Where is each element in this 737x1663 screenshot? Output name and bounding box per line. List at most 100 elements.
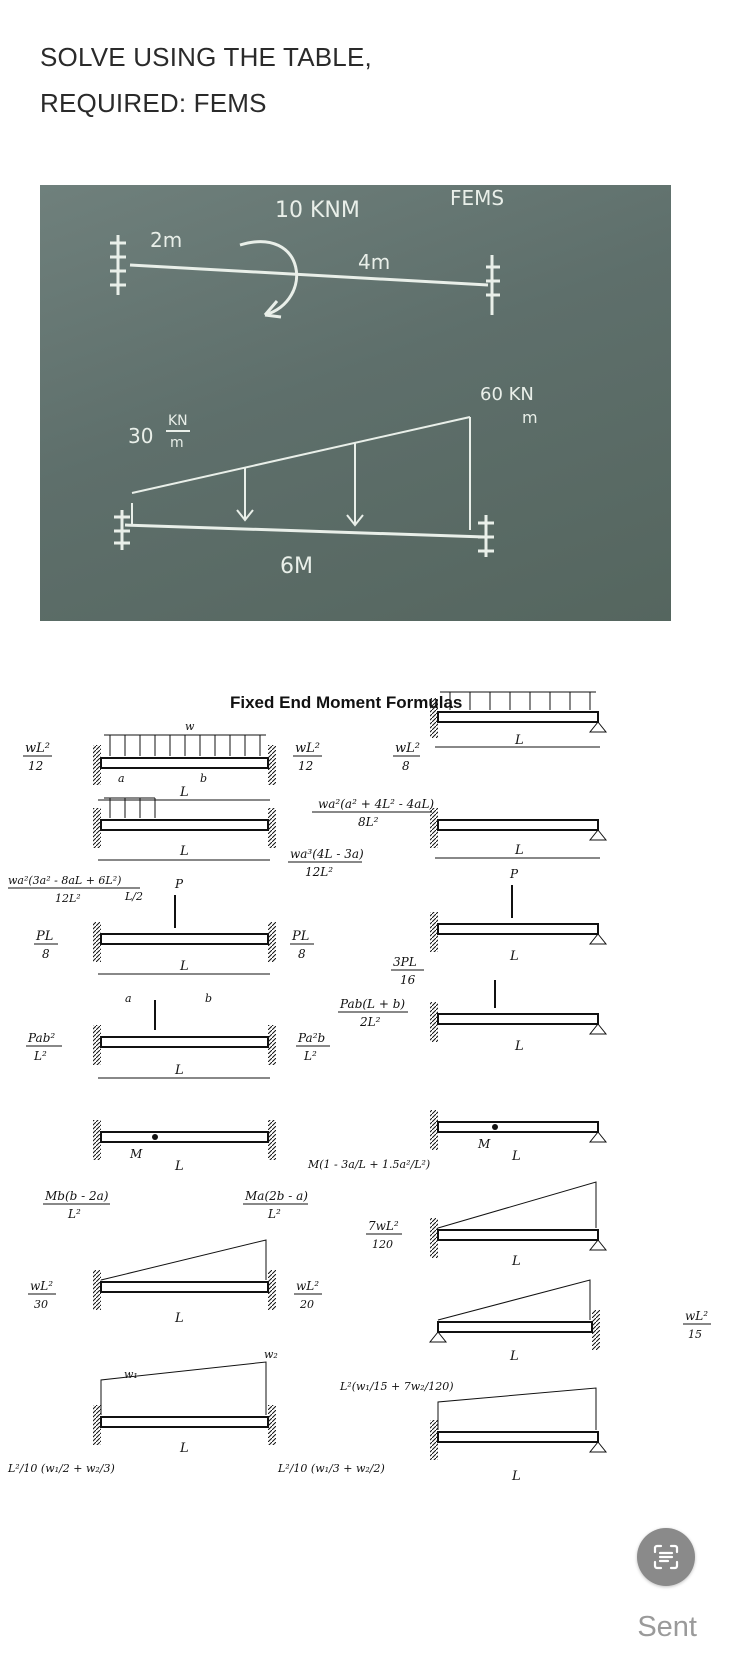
sent-status: Sent	[637, 1611, 697, 1643]
message-line-2: REQUIRED: FEMS	[40, 88, 267, 118]
bottom-beam	[124, 523, 486, 539]
fem-16: 16	[400, 973, 416, 987]
bottom-right-support	[478, 515, 494, 557]
label-b-1: b	[200, 772, 207, 785]
fem-pl-left: PL	[35, 929, 53, 944]
span-right: 4m	[358, 250, 390, 274]
load-left-unit-top: KN	[168, 413, 188, 429]
fem-partial-right-den: 12L²	[305, 865, 333, 879]
fem-partial-fixed-pin-den: 8L²	[358, 815, 379, 829]
label-w1-1: w₁	[124, 1368, 138, 1381]
fem-12-right: 12	[298, 759, 313, 773]
fem-pab: Pab(L + b)	[339, 997, 405, 1011]
chalkboard-photo[interactable]: 10 KNM 2m 4m FEMS 30 KN m 60 KN m 6M	[40, 185, 671, 621]
case-fixed-pin-udl: L wL² 8	[393, 691, 608, 773]
fem-ma-den: L²	[267, 1207, 281, 1221]
label-P-2: P	[509, 867, 519, 881]
text-scan-button[interactable]	[637, 1528, 695, 1586]
left-fixed-support	[110, 235, 126, 295]
fem-partial-right: wa³(4L - 3a)	[290, 847, 364, 861]
fem-wl2-8: wL²	[395, 741, 420, 756]
load-right: 60 KN	[480, 384, 534, 405]
case-trapezoidal-load: w₁ w₂ L L²/10 (w₁/2 + w₂/3) L²/10 (w₁/3 …	[7, 1348, 608, 1484]
fem-wl2-30: wL²	[30, 1279, 53, 1293]
bottom-left-support	[114, 510, 130, 550]
span-left: 2m	[150, 228, 182, 252]
case-fixed-fixed-udl: wL² 12 wL² 12 L w	[23, 720, 322, 801]
load-left: 30	[128, 424, 153, 448]
case-partial-udl: a b L wa²(a² + 4L² - 4aL) 8L² wa³(4L - 3…	[8, 772, 608, 905]
label-L-7: L	[174, 1063, 184, 1078]
right-fixed-support	[486, 255, 500, 315]
label-L-5: L	[179, 959, 189, 974]
fem-mb: Mb(b - 2a)	[44, 1189, 109, 1203]
fem-8: 8	[402, 759, 410, 773]
label-w2-1: w₂	[264, 1348, 278, 1361]
message-line-1: SOLVE USING THE TABLE,	[40, 42, 372, 72]
top-beam	[129, 263, 489, 287]
case-point-load-center: P L/2 L PL 8 PL 8 P L 3PL 16	[34, 867, 608, 987]
label-L-14: L	[179, 1441, 189, 1456]
label-L-9: L	[174, 1159, 184, 1174]
load-left-unit-bottom: m	[170, 435, 184, 451]
text-scan-icon	[653, 1544, 679, 1570]
fem-12-left: 12	[28, 759, 43, 773]
case-point-load-eccentric: a b L Pab² L² Pa²b L² L Pab(L + b) 2L²	[26, 980, 608, 1079]
fem-30: 30	[34, 1298, 48, 1311]
fem-pab2: Pab²	[27, 1031, 55, 1045]
fem-8-pl-left: 8	[42, 947, 50, 961]
fem-pab2-den: L²	[33, 1049, 47, 1063]
case-applied-moment: M L Mb(b - 2a) L² Ma(2b - a) L² M(1 - 3a…	[43, 1110, 608, 1221]
fem-7wl2: 7wL²	[368, 1219, 399, 1233]
fem-formula-table[interactable]: Fixed End Moment Formulas wL² 12 wL² 12 …	[0, 690, 737, 1610]
fem-trap-left: L²/10 (w₁/2 + w₂/3)	[7, 1462, 115, 1475]
fem-3pl: 3PL	[393, 955, 417, 969]
case-triangular-load: L wL² 30 wL² 20 L 7wL² 120 L wL² 15	[28, 1181, 711, 1364]
load-right-unit: m	[522, 408, 538, 427]
fem-partial-left: wa²(3a² - 8aL + 6L²)	[8, 874, 121, 887]
fem-wl2-left: wL²	[25, 741, 50, 756]
label-L-12: L	[511, 1254, 521, 1269]
fem-wl2-15: wL²	[685, 1309, 708, 1323]
label-L-4: L	[514, 843, 524, 858]
fem-20: 20	[299, 1298, 314, 1311]
fem-wl2-right: wL²	[295, 741, 320, 756]
moment-label: 10 KNM	[275, 198, 360, 223]
label-L2-1: L/2	[124, 890, 143, 903]
fem-partial-fixed-pin: wa²(a² + 4L² - 4aL)	[318, 797, 434, 811]
partial-top-text: FEMS	[450, 186, 504, 210]
label-M-1: M	[129, 1147, 143, 1161]
fem-pa2b-den: L²	[303, 1049, 317, 1063]
label-L-6: L	[509, 949, 519, 964]
fem-pa2b: Pa²b	[297, 1031, 325, 1045]
chalkboard-drawing: 10 KNM 2m 4m FEMS 30 KN m 60 KN m 6M	[110, 186, 538, 579]
moment-arrow	[239, 240, 299, 317]
label-L-10: L	[511, 1149, 521, 1164]
fem-trap-pin: L²(w₁/15 + 7w₂/120)	[339, 1380, 454, 1393]
label-L-2: L	[514, 733, 524, 748]
table-title: Fixed End Moment Formulas	[230, 693, 462, 712]
fem-partial-left-den: 12L²	[55, 892, 81, 905]
fem-pab-den: 2L²	[359, 1015, 381, 1029]
label-L-3: L	[179, 844, 189, 859]
fem-pl-right: PL	[291, 929, 309, 944]
label-L-1: L	[179, 785, 189, 800]
label-P-1: P	[174, 877, 184, 891]
label-L-13: L	[509, 1349, 519, 1364]
fem-15: 15	[688, 1328, 702, 1341]
fem-trap-right: L²/10 (w₁/3 + w₂/2)	[277, 1462, 385, 1475]
label-b-2: b	[205, 992, 212, 1005]
message-text: SOLVE USING THE TABLE, REQUIRED: FEMS	[40, 34, 700, 126]
span-bottom: 6M	[280, 554, 313, 579]
fem-8-pl-right: 8	[298, 947, 306, 961]
label-a-2: a	[125, 992, 132, 1005]
label-M-2: M	[477, 1137, 491, 1151]
label-L-15: L	[511, 1469, 521, 1484]
fem-120: 120	[372, 1238, 393, 1251]
label-a-1: a	[118, 772, 125, 785]
label-L-8: L	[514, 1039, 524, 1054]
fem-wl2-20: wL²	[296, 1279, 319, 1293]
load-line	[131, 416, 471, 494]
label-w-1: w	[185, 720, 195, 733]
fem-moment-pin: M(1 - 3a/L + 1.5a²/L²)	[307, 1158, 430, 1171]
